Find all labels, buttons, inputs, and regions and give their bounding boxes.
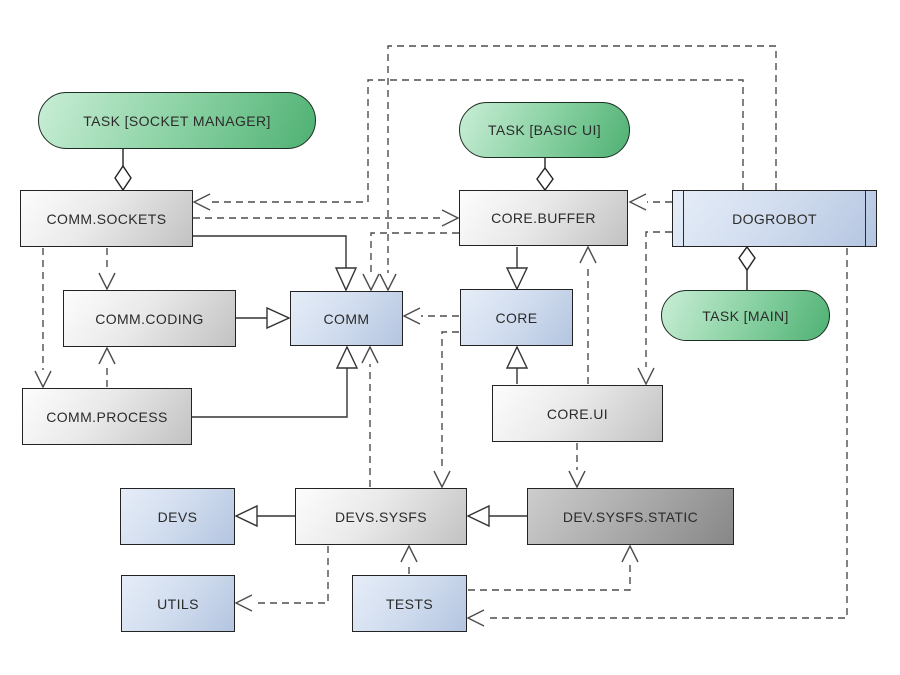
node-task-socket-manager-label: TASK [SOCKET MANAGER]	[83, 112, 271, 129]
node-comm-sockets-label: COMM.SOCKETS	[46, 210, 167, 227]
node-core-ui-label: CORE.UI	[546, 405, 609, 422]
node-core[interactable]: CORE	[460, 289, 573, 346]
edge-core-buffer-to-comm	[362, 232, 459, 292]
edge-dogrobot-to-core-buffer	[628, 193, 672, 211]
node-core-label: CORE	[495, 309, 538, 326]
edge-devs-sysfs-to-utils	[234, 546, 329, 612]
edge-tests-to-dev-sysfs-static	[468, 544, 639, 591]
edge-core-buffer-to-core	[505, 247, 529, 291]
node-task-socket-manager[interactable]: TASK [SOCKET MANAGER]	[38, 92, 316, 149]
edge-dogrobot-to-core-ui	[637, 231, 672, 386]
node-devs[interactable]: DEVS	[120, 488, 235, 545]
edge-task-basic-ui-to-core-buffer	[536, 158, 554, 192]
node-comm-sockets[interactable]: COMM.SOCKETS	[20, 190, 193, 247]
component-side-line-left	[683, 191, 685, 246]
edge-task-socket-manager-to-comm-sockets	[114, 149, 132, 192]
edge-dev-sysfs-static-to-devs-sysfs	[466, 504, 527, 528]
node-comm-coding[interactable]: COMM.CODING	[63, 290, 236, 347]
edge-core-to-comm	[402, 307, 459, 325]
edge-dogrobot-to-comm	[379, 45, 777, 292]
node-core-buffer-label: CORE.BUFFER	[491, 210, 596, 226]
component-side-line-right	[864, 191, 866, 246]
node-core-ui[interactable]: CORE.UI	[492, 385, 663, 442]
node-utils-label: UTILS	[157, 595, 199, 612]
node-tests[interactable]: TESTS	[352, 575, 467, 632]
node-dev-sysfs-static-label: DEV.SYSFS.STATIC	[562, 508, 699, 525]
edge-dogrobot-to-comm-sockets	[192, 79, 744, 211]
node-task-main-label: TASK [MAIN]	[702, 307, 789, 324]
node-devs-label: DEVS	[157, 508, 198, 525]
edge-devs-sysfs-to-devs	[234, 504, 295, 528]
edge-comm-sockets-to-comm-coding	[98, 248, 116, 291]
node-task-basic-ui[interactable]: TASK [BASIC UI]	[459, 102, 630, 158]
edge-devs-sysfs-to-comm	[361, 345, 379, 487]
edge-core-ui-to-core-buffer	[579, 245, 597, 384]
node-dogrobot[interactable]: DOGROBOT	[672, 190, 877, 247]
edge-tests-to-devs-sysfs	[400, 544, 418, 574]
node-core-buffer[interactable]: CORE.BUFFER	[459, 190, 628, 246]
node-utils[interactable]: UTILS	[121, 575, 235, 632]
node-devs-sysfs-label: DEVS.SYSFS	[335, 508, 427, 525]
edge-comm-coding-to-comm	[236, 306, 291, 330]
node-devs-sysfs[interactable]: DEVS.SYSFS	[295, 488, 467, 545]
node-comm[interactable]: COMM	[290, 291, 403, 346]
edge-core-ui-to-dev-sysfs-static	[568, 443, 586, 489]
edge-core-to-devs-sysfs	[433, 331, 459, 489]
edge-comm-sockets-to-core-buffer	[193, 209, 460, 227]
edge-dogrobot-to-tests	[466, 248, 848, 627]
node-comm-coding-label: COMM.CODING	[95, 310, 204, 327]
node-comm-process[interactable]: COMM.PROCESS	[22, 388, 192, 445]
edge-comm-process-to-comm	[192, 345, 359, 418]
node-tests-label: TESTS	[385, 595, 434, 612]
edge-comm-sockets-to-comm-process	[34, 248, 52, 389]
node-comm-process-label: COMM.PROCESS	[46, 408, 168, 425]
node-task-basic-ui-label: TASK [BASIC UI]	[487, 122, 602, 138]
edge-task-main-to-dogrobot	[738, 245, 756, 290]
edge-comm-process-to-comm-coding	[98, 346, 116, 387]
edge-core-ui-to-core	[505, 345, 529, 384]
node-comm-label: COMM	[323, 310, 370, 327]
node-dogrobot-label: DOGROBOT	[732, 210, 817, 227]
edge-comm-sockets-to-comm	[193, 235, 358, 292]
node-task-main[interactable]: TASK [MAIN]	[661, 290, 830, 341]
node-dev-sysfs-static[interactable]: DEV.SYSFS.STATIC	[527, 488, 734, 545]
